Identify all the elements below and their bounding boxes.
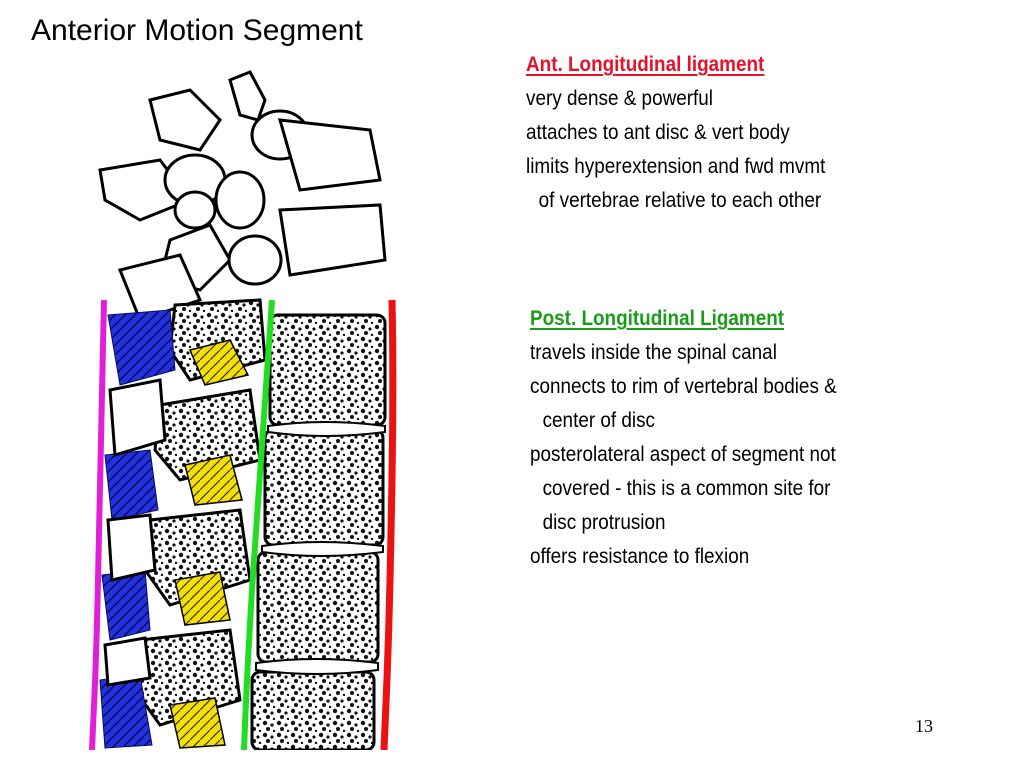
anterior-longitudinal-ligament-line: [380, 299, 397, 750]
post-ligament-line: disc protrusion: [542, 511, 666, 534]
post-ligament-line: covered - this is a common site for: [542, 477, 831, 500]
spine-illustration: [89, 70, 397, 750]
post-ligament-block: Post. Longitudinal Ligament travels insi…: [530, 302, 837, 574]
ligamentum-flavum: [169, 339, 250, 749]
page-number: 13: [915, 716, 933, 736]
spinous-processes: [103, 378, 167, 687]
ant-ligament-line: limits hyperextension and fwd mvmt: [526, 155, 826, 178]
post-ligament-line: connects to rim of vertebral bodies &: [530, 375, 837, 398]
post-ligament-line: travels inside the spinal canal: [530, 341, 777, 364]
posterior-longitudinal-ligament-line: [241, 299, 275, 750]
post-ligament-line: posterolateral aspect of segment not: [530, 443, 836, 466]
interspinous-ligament: [99, 309, 176, 749]
slide-title: Anterior Motion Segment: [31, 14, 363, 47]
vertebral-bodies: [250, 313, 387, 750]
supraspinous-ligament-line: [89, 299, 107, 750]
post-ligament-heading: Post. Longitudinal Ligament: [530, 307, 785, 330]
ant-ligament-line: attaches to ant disc & vert body: [526, 121, 790, 144]
ant-ligament-line: very dense & powerful: [526, 87, 714, 110]
cervical-processes: [98, 70, 387, 322]
ant-ligament-heading: Ant. Longitudinal ligament: [526, 53, 765, 76]
post-ligament-line: offers resistance to flexion: [530, 545, 750, 568]
intervertebral-discs: [255, 421, 386, 675]
ant-ligament-line: of vertebrae relative to each other: [538, 189, 822, 212]
ant-ligament-block: Ant. Longitudinal ligament very dense & …: [526, 48, 825, 218]
post-ligament-line: center of disc: [542, 409, 656, 432]
